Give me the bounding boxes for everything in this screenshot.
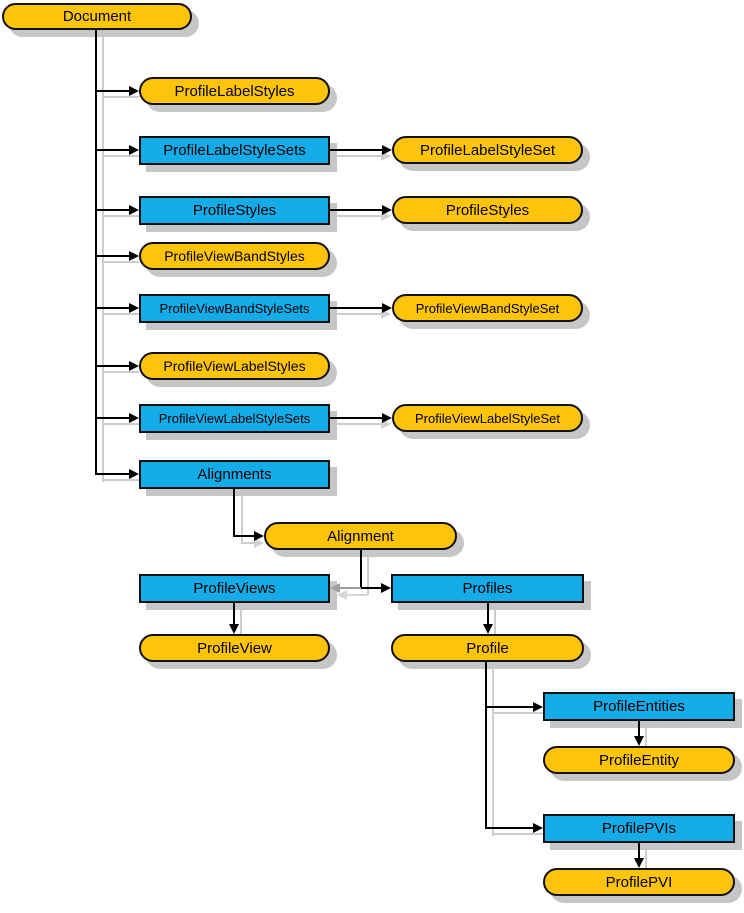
connector-branch [96,365,130,367]
connector-shadow [240,610,242,634]
arrowhead-right [533,823,543,833]
arrowhead-down [483,624,493,634]
arrowhead-right [382,145,392,155]
connector-shadow [102,479,139,481]
connector [361,587,381,589]
node-profile-view[interactable]: ProfileView [139,634,330,662]
connector-shadow [494,610,496,634]
connector-shadow [367,557,369,595]
arrowhead-shadow [381,419,391,429]
arrowhead-shadow [381,211,391,221]
node-profile-styles-object[interactable]: ProfileStyles [392,196,583,224]
connector-shadow [102,96,139,98]
arrowhead-right [129,205,139,215]
connector-shadow [102,155,139,157]
connector-shadow [337,155,388,157]
arrowhead-down [634,736,644,746]
connector-branch [96,473,130,475]
node-profiles[interactable]: Profiles [391,574,584,603]
arrowhead-right [129,469,139,479]
node-profile[interactable]: Profile [391,634,584,662]
connector-branch [96,90,130,92]
arrowhead-right [382,205,392,215]
connector-branch [96,255,130,257]
node-profile-view-band-styles[interactable]: ProfileViewBandStyles [139,242,330,270]
node-profile-view-label-style-set[interactable]: ProfileViewLabelStyleSet [392,404,583,432]
node-profile-pvi[interactable]: ProfilePVI [543,868,735,896]
node-profile-pvis[interactable]: ProfilePVIs [543,814,735,843]
connector-shadow [337,423,388,425]
node-profile-label-style-set[interactable]: ProfileLabelStyleSet [392,136,583,164]
connector [330,417,383,419]
connector [487,603,489,624]
arrowhead-down [229,624,239,634]
arrowhead-right [533,702,543,712]
arrowhead-shadow [337,590,347,600]
node-alignment[interactable]: Alignment [264,522,457,550]
connector-shadow [645,728,647,746]
connector [233,489,235,536]
arrowhead-right [129,413,139,423]
node-profile-view-band-style-sets[interactable]: ProfileViewBandStyleSets [139,294,330,323]
connector-shadow [645,850,647,868]
arrowhead-right [129,86,139,96]
connector-shadow [241,496,243,543]
arrowhead-shadow [254,538,264,548]
node-profile-view-band-style-set[interactable]: ProfileViewBandStyleSet [392,294,583,322]
connector-shadow [241,542,257,544]
node-profile-views[interactable]: ProfileViews [139,574,330,603]
arrowhead-right [129,251,139,261]
arrowhead-right [254,531,264,541]
connector-shadow [102,371,139,373]
connector [485,706,533,708]
arrowhead-left [330,583,340,593]
node-profile-styles-collection[interactable]: ProfileStyles [139,196,330,225]
connector [233,535,255,537]
connector [638,721,640,736]
connector-shadow [337,313,388,315]
connector [330,149,383,151]
node-profile-view-label-style-sets[interactable]: ProfileViewLabelStyleSets [139,404,330,433]
connector [330,209,383,211]
connector-shadow [492,712,543,714]
node-profile-label-style-sets[interactable]: ProfileLabelStyleSets [139,136,330,165]
connector-shadow [337,215,388,217]
connector-branch [96,417,130,419]
node-profile-entities[interactable]: ProfileEntities [543,692,735,721]
connector-shadow [102,313,139,315]
connector-branch [96,149,130,151]
connector-shadow [102,215,139,217]
connector-shadow [347,594,367,596]
connector-shadow [102,261,139,263]
node-document[interactable]: Document [2,3,192,30]
connector [233,603,235,624]
connector [485,662,487,829]
connector-shadow-trunk [102,37,104,482]
arrowhead-right [382,413,392,423]
connector-gray [340,587,361,589]
node-profile-entity[interactable]: ProfileEntity [543,746,735,774]
node-alignments[interactable]: Alignments [139,460,330,489]
arrowhead-right [129,361,139,371]
arrowhead-right [129,303,139,313]
arrowhead-right [381,583,391,593]
node-profile-view-label-styles[interactable]: ProfileViewLabelStyles [139,352,330,380]
arrowhead-down [634,858,644,868]
connector-shadow [492,833,543,835]
node-profile-label-styles[interactable]: ProfileLabelStyles [139,77,330,105]
arrowhead-right [129,145,139,155]
arrowhead-shadow [381,309,391,319]
connector-trunk [95,30,97,475]
connector [485,827,533,829]
connector-shadow [102,423,139,425]
connector-branch [96,209,130,211]
connector [330,307,383,309]
connector-branch [96,307,130,309]
connector-shadow [492,669,494,836]
connector [638,843,640,858]
arrowhead-shadow [381,151,391,161]
connector [360,550,362,588]
arrowhead-right [382,303,392,313]
